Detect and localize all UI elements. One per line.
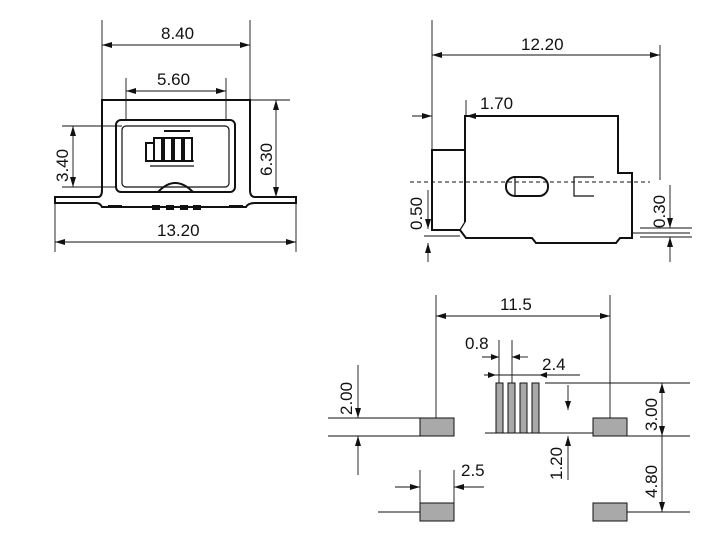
dim-footprint-row-spacing: 4.80 <box>642 465 661 498</box>
dim-front-left-height: 3.40 <box>53 149 72 182</box>
footprint-pad-lower-right <box>592 502 628 522</box>
dim-footprint-lead-length: 3.00 <box>642 398 661 431</box>
footprint-signal-pins <box>495 382 540 434</box>
dim-side-offset: 1.70 <box>480 94 513 113</box>
dim-side-left-height: 0.50 <box>407 197 426 230</box>
dim-side-length: 12.20 <box>521 35 564 54</box>
side-view: 12.20 1.70 0.50 0.30 <box>407 20 692 262</box>
dim-front-inner-width: 5.60 <box>157 70 190 89</box>
front-view-notch <box>157 182 194 193</box>
dim-footprint-pad-width: 2.5 <box>461 461 485 480</box>
dim-front-right-height: 6.30 <box>257 143 276 176</box>
footprint-view: 11.5 0.8 2.4 2.00 3.00 1. <box>328 295 690 522</box>
dim-side-right-height: 0.30 <box>650 195 669 228</box>
footprint-pad-lower-left <box>419 502 455 522</box>
dim-front-top-width: 8.40 <box>161 24 194 43</box>
dim-footprint-lead-gap: 1.20 <box>547 447 566 480</box>
dim-footprint-pin-to-row: 2.4 <box>542 355 566 374</box>
front-view-opening <box>115 119 236 193</box>
dim-footprint-span: 11.5 <box>500 295 532 314</box>
front-view-base <box>54 99 297 208</box>
dim-footprint-left-height: 2.00 <box>337 382 356 415</box>
footprint-pad-upper-right <box>592 417 628 437</box>
front-view-contacts <box>145 137 194 167</box>
dim-front-base-width: 13.20 <box>157 221 200 240</box>
side-view-window <box>505 176 549 197</box>
side-view-body <box>431 115 633 244</box>
dim-footprint-pitch: 0.8 <box>465 334 489 353</box>
footprint-pad-upper-left <box>419 417 455 437</box>
front-view: 8.40 5.60 3.40 6.30 13.20 <box>53 20 297 252</box>
